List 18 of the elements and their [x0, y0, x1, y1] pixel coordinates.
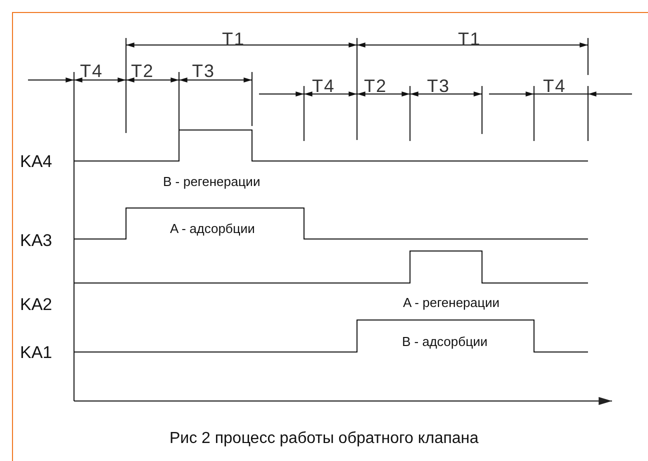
- state-label: A - адсорбции: [170, 222, 255, 235]
- dimension-label: T4: [312, 77, 336, 95]
- figure-caption: Рис 2 процесс работы обратного клапана: [168, 430, 480, 448]
- state-label: A - регенерации: [403, 296, 500, 309]
- dimension-label: T3: [427, 77, 450, 95]
- dimension-label: T4: [543, 77, 566, 95]
- signal-name: KA2: [20, 296, 52, 313]
- dimension-label: T2: [364, 77, 388, 95]
- dimension-label: T1: [458, 30, 482, 48]
- state-label: B - адсорбции: [402, 335, 488, 348]
- dimension-label: T4: [80, 62, 104, 80]
- state-label: B - регенерации: [163, 175, 260, 188]
- dimension-label: T2: [131, 62, 154, 80]
- dimension-label: T1: [222, 30, 246, 48]
- signal-name: KA3: [20, 232, 52, 249]
- signal-name: KA1: [20, 344, 52, 361]
- signal-name: KA4: [20, 153, 52, 170]
- dimension-label: T3: [192, 62, 216, 80]
